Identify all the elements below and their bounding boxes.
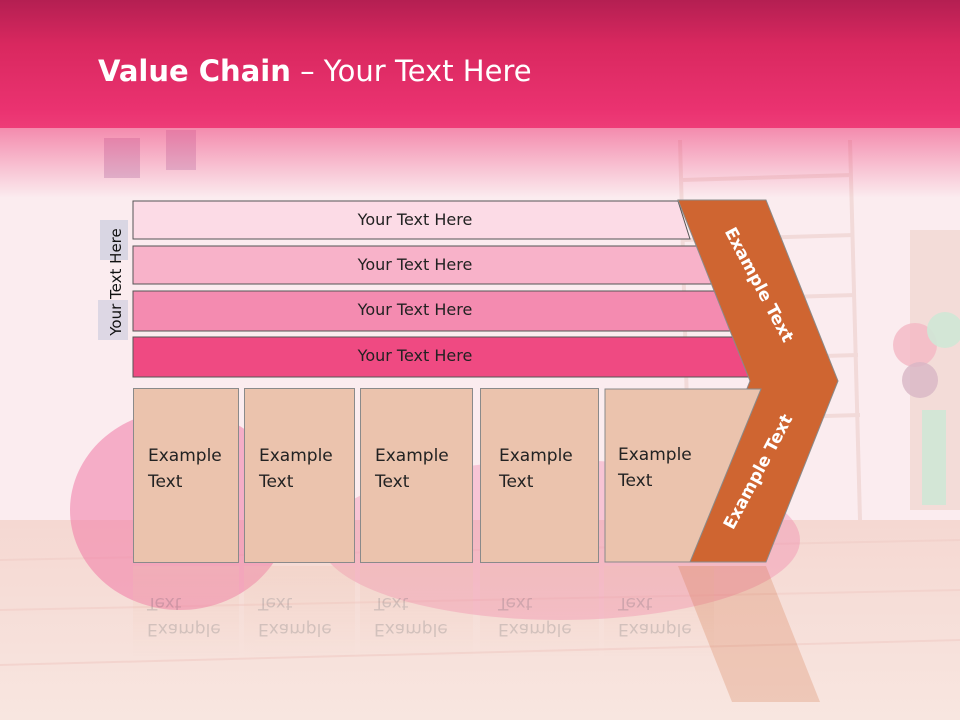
- bar-3-label: Your Text Here: [357, 299, 473, 319]
- box-4-line1: Example: [499, 446, 573, 466]
- box-3-line1: Example: [375, 446, 449, 466]
- box-4-line2: Text: [499, 472, 534, 492]
- reflection-3-line1: Example: [374, 619, 448, 639]
- box-2-line2: Text: [259, 472, 294, 492]
- chevron-reflection: [678, 566, 820, 702]
- reflection-2-line2: Text: [258, 593, 293, 613]
- bar-2-label: Your Text Here: [357, 254, 473, 274]
- box-5-line2: Text: [618, 471, 653, 491]
- reflection-4-line1: Example: [498, 619, 572, 639]
- box-1-line2: Text: [148, 472, 183, 492]
- bar-4: Your Text Here: [132, 336, 764, 378]
- box-reflection-2: Example Text: [244, 566, 355, 696]
- side-label-text: Your Text Here: [107, 228, 125, 336]
- reflection-2-line1: Example: [258, 619, 332, 639]
- header-fade: [0, 128, 960, 198]
- box-reflection-1: Example Text: [133, 566, 239, 696]
- side-label: Your Text Here: [98, 212, 134, 352]
- activity-box-5: [604, 388, 762, 563]
- box-5-line1: Example: [618, 445, 692, 465]
- reflection-5-line2: Text: [618, 593, 653, 613]
- bar-2: Your Text Here: [132, 245, 717, 285]
- box-reflection-4: Example Text: [480, 566, 599, 696]
- slide-title-bold: Value Chain: [98, 54, 291, 88]
- box-2-line1: Example: [259, 446, 333, 466]
- reflection-4-line2: Text: [498, 593, 533, 613]
- slide-title-rest: – Your Text Here: [290, 54, 532, 88]
- box-reflection-3: Example Text: [360, 566, 473, 696]
- bar-3: Your Text Here: [132, 290, 740, 332]
- box-1-line1: Example: [148, 446, 222, 466]
- bar-4-label: Your Text Here: [357, 345, 473, 365]
- bar-1: Your Text Here: [132, 200, 692, 240]
- reflection-1-line2: Text: [147, 593, 182, 613]
- header-band: [0, 0, 960, 128]
- slide-title: Value Chain – Your Text Here: [98, 54, 532, 88]
- reflection-1-line1: Example: [147, 619, 221, 639]
- reflection-3-line2: Text: [374, 593, 409, 613]
- box-3-line2: Text: [375, 472, 410, 492]
- bar-1-label: Your Text Here: [357, 209, 473, 229]
